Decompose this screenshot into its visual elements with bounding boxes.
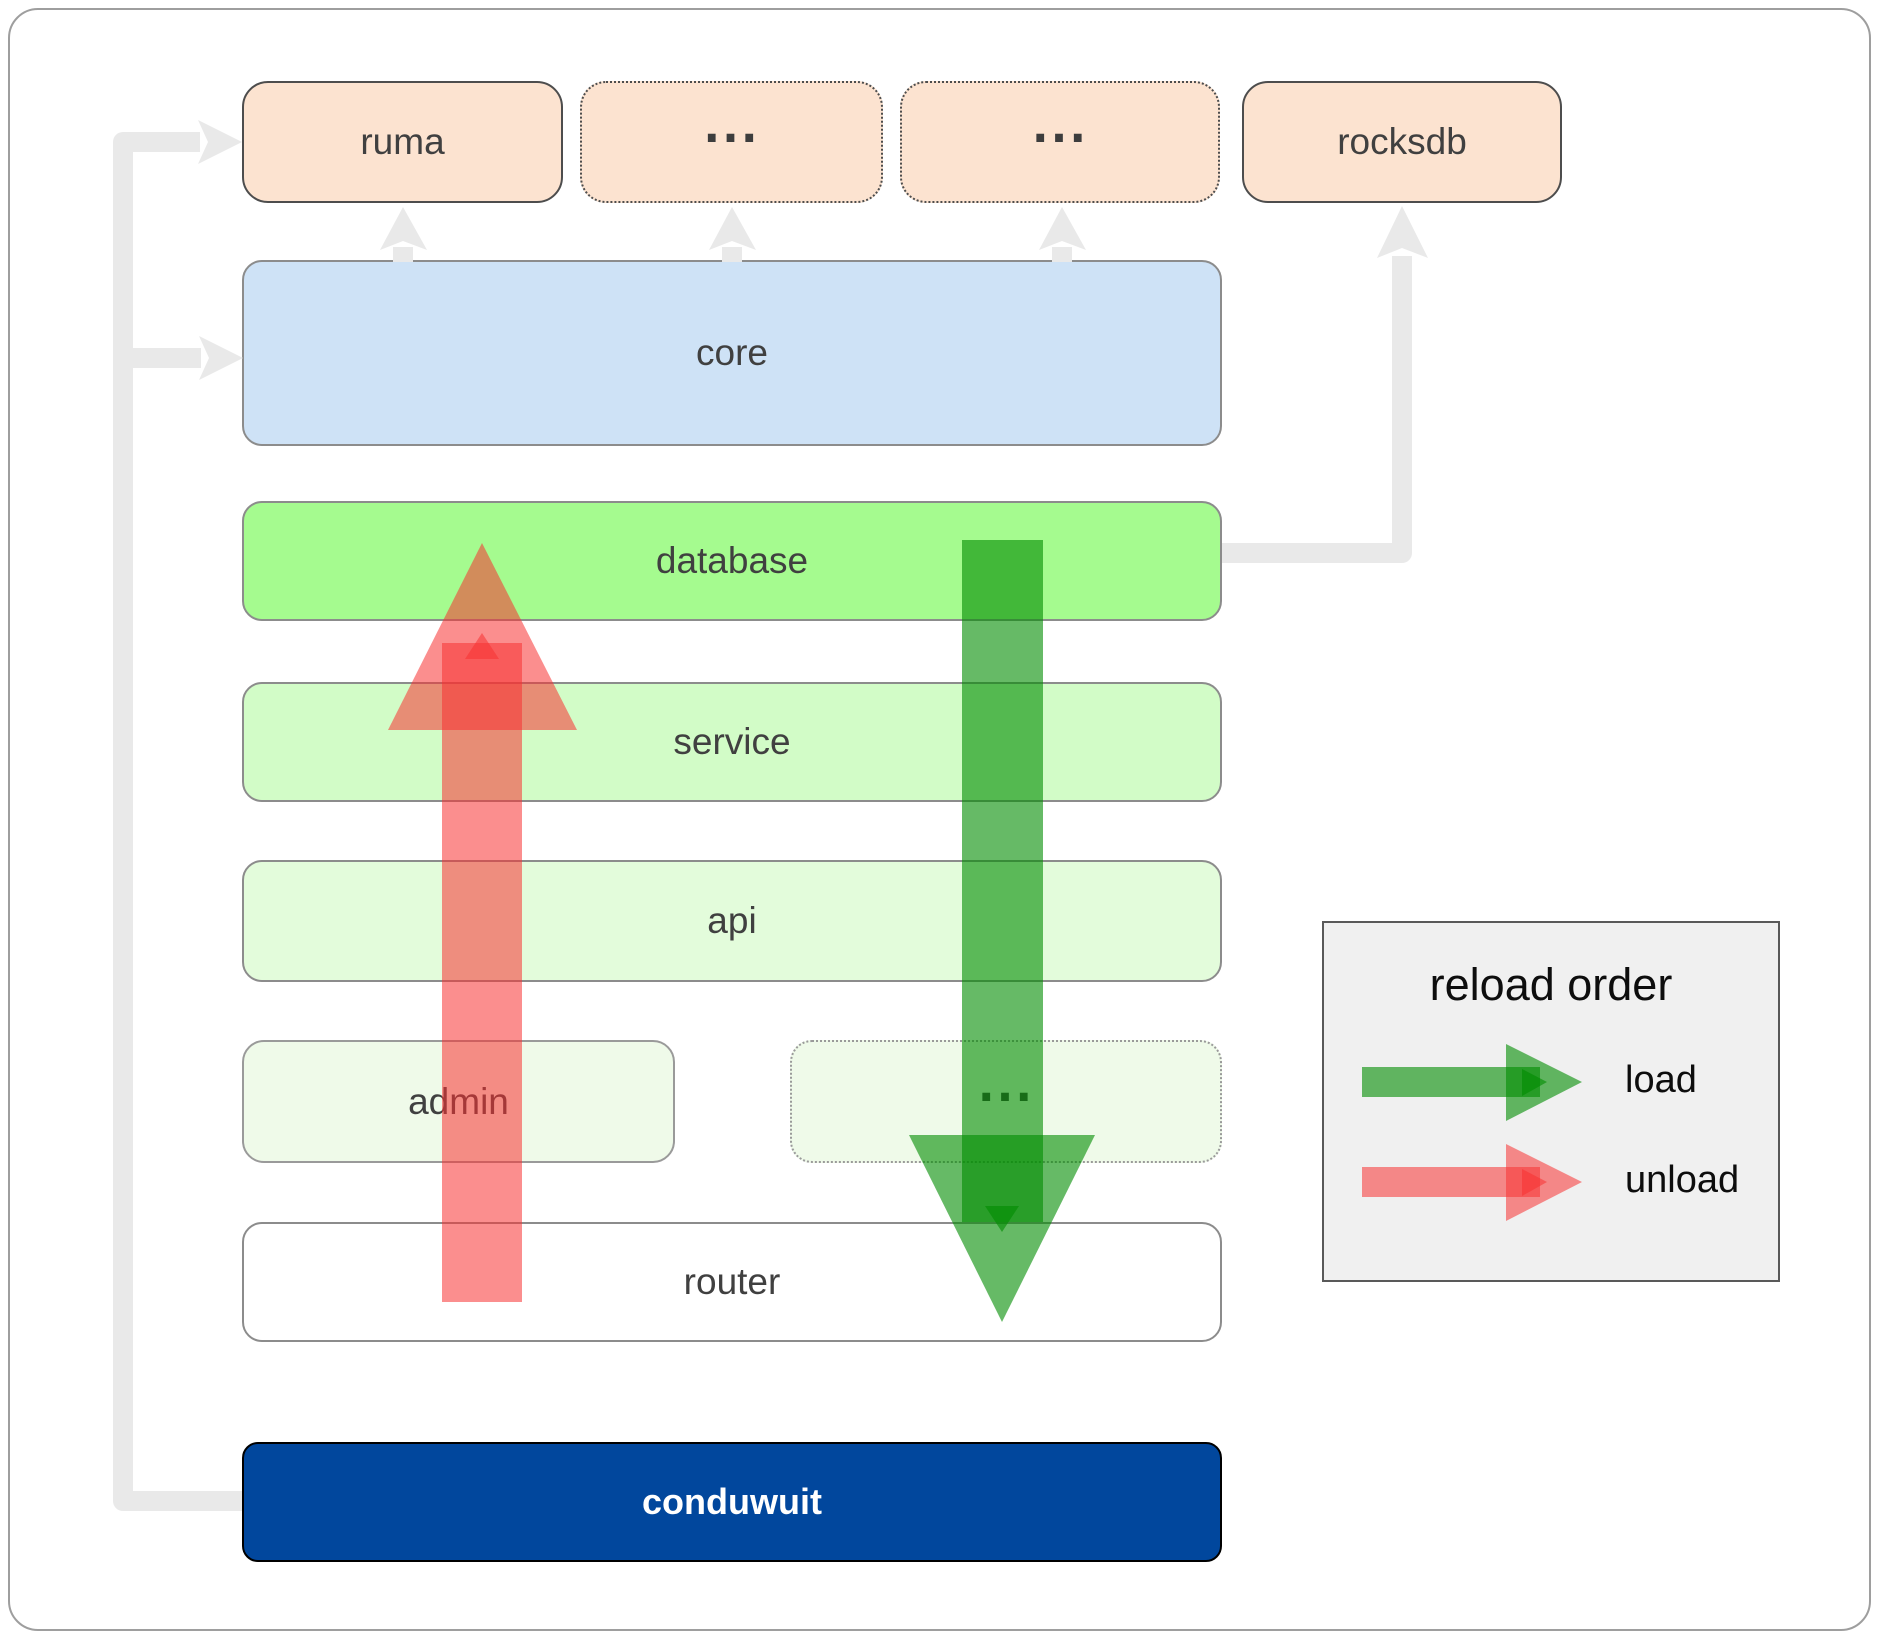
node-conduwuit-label: conduwuit bbox=[642, 1481, 822, 1522]
diagram-frame bbox=[8, 8, 1871, 1631]
node-core: core bbox=[242, 260, 1222, 446]
node-core-label: core bbox=[696, 332, 768, 373]
node-conduwuit: conduwuit bbox=[242, 1442, 1222, 1562]
node-crate-ellipsis-2-label: ... bbox=[1031, 101, 1089, 153]
node-api-label: api bbox=[707, 900, 757, 941]
node-admin: admin bbox=[242, 1040, 675, 1163]
node-router-label: router bbox=[683, 1261, 781, 1302]
legend-load-label: load bbox=[1625, 1059, 1697, 1101]
node-rocksdb: rocksdb bbox=[1242, 81, 1562, 203]
legend-box: reload order bbox=[1322, 921, 1780, 1282]
node-api: api bbox=[242, 860, 1222, 982]
node-database: database bbox=[242, 501, 1222, 621]
node-crate-ellipsis-2: ... bbox=[900, 81, 1220, 203]
node-admin-label: admin bbox=[408, 1080, 509, 1122]
node-ruma: ruma bbox=[242, 81, 563, 203]
node-rocksdb-label: rocksdb bbox=[1337, 121, 1467, 162]
node-database-label: database bbox=[655, 540, 809, 581]
node-router: router bbox=[242, 1222, 1222, 1342]
node-service: service bbox=[242, 682, 1222, 802]
node-crate-ellipsis-1: ... bbox=[580, 81, 883, 203]
node-crate-ellipsis-1-label: ... bbox=[703, 101, 760, 153]
legend-unload-label: unload bbox=[1625, 1159, 1740, 1201]
node-service-label: service bbox=[673, 721, 791, 762]
node-ruma-label: ruma bbox=[360, 121, 445, 162]
node-service-ellipsis: ... bbox=[790, 1040, 1222, 1163]
node-service-ellipsis-label: ... bbox=[977, 1061, 1035, 1113]
legend-title: reload order bbox=[1429, 959, 1673, 1010]
